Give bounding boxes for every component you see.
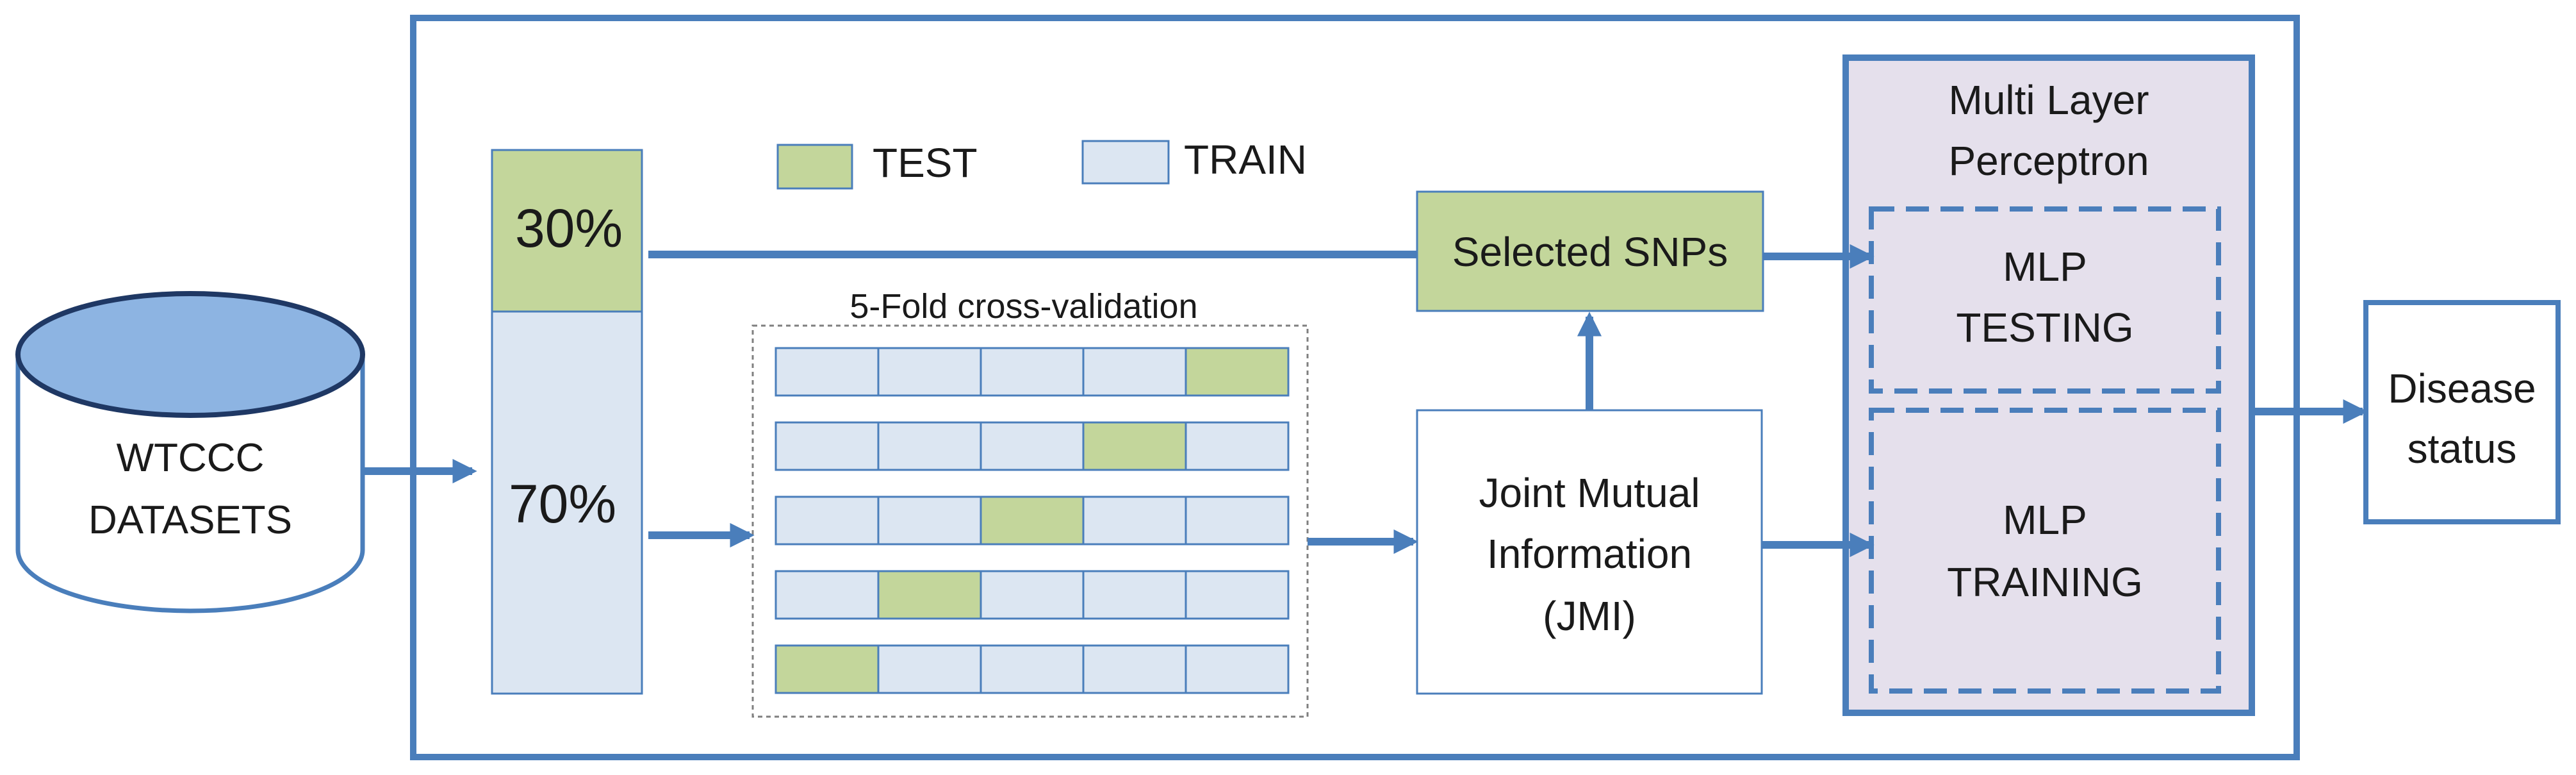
- datasets-label-line2: DATASETS: [88, 498, 292, 542]
- cv-train-cell: [877, 496, 982, 546]
- cv-train-cell: [775, 496, 880, 546]
- mlp-panel: [1842, 54, 2255, 716]
- cv-train-cell: [980, 644, 1085, 694]
- legend-train-swatch: [1081, 140, 1170, 185]
- cv-train-cell: [980, 347, 1085, 397]
- cv-test-cell: [775, 644, 880, 694]
- train-percent-label: 70%: [509, 474, 616, 534]
- mlp-title-line1: Multi Layer: [1949, 77, 2149, 123]
- mlp-training-line2: TRAINING: [1947, 559, 2143, 605]
- mlp-testing-line1: MLP: [2003, 244, 2087, 290]
- disease-status-line2: status: [2408, 426, 2517, 472]
- cv-train-cell: [980, 570, 1085, 620]
- cv-train-cell: [1185, 644, 1290, 694]
- cv-train-cell: [877, 347, 982, 397]
- cv-train-cell: [1082, 570, 1187, 620]
- disease-status-box: [2363, 300, 2561, 524]
- cv-train-cell: [775, 570, 880, 620]
- jmi-box: [1416, 409, 1763, 695]
- cylinder-top: [15, 291, 365, 418]
- cv-test-cell: [1082, 421, 1187, 471]
- legend-test-swatch: [776, 144, 853, 190]
- cv-train-cell: [877, 421, 982, 471]
- disease-status-line1: Disease: [2388, 365, 2536, 412]
- cv-test-cell: [877, 570, 982, 620]
- cv-title: 5-Fold cross-validation: [849, 287, 1197, 326]
- mlp-testing-line2: TESTING: [1956, 304, 2133, 351]
- test-percent-label: 30%: [515, 198, 623, 258]
- cv-train-cell: [877, 644, 982, 694]
- mlp-testing-box: [1869, 206, 2221, 394]
- cv-fold-grid: [775, 347, 1290, 694]
- cv-train-cell: [1185, 570, 1290, 620]
- mlp-title-line2: Perceptron: [1948, 138, 2149, 184]
- legend-test-label: TEST: [873, 140, 978, 186]
- datasets-label-line1: WTCCC: [117, 436, 265, 480]
- jmi-label-line1: Joint Mutual: [1479, 470, 1700, 516]
- cv-test-cell: [980, 496, 1085, 546]
- jmi-label-line3: (JMI): [1543, 593, 1636, 639]
- cv-train-cell: [1082, 644, 1187, 694]
- cv-dashed-box: [751, 324, 1309, 718]
- selected-snps-box: [1416, 190, 1764, 312]
- cv-train-cell: [1082, 347, 1187, 397]
- legend-train-label: TRAIN: [1184, 137, 1307, 183]
- mlp-training-line1: MLP: [2003, 497, 2087, 543]
- cv-train-cell: [980, 421, 1085, 471]
- train-split-box: [491, 310, 643, 695]
- cv-test-cell: [1185, 347, 1290, 397]
- cv-train-cell: [775, 421, 880, 471]
- outer-frame: [410, 15, 2300, 760]
- cv-train-cell: [1185, 421, 1290, 471]
- cv-train-cell: [775, 347, 880, 397]
- selected-snps-label: Selected SNPs: [1452, 229, 1728, 275]
- cv-train-cell: [1082, 496, 1187, 546]
- cv-train-cell: [1185, 496, 1290, 546]
- datasets-cylinder: WTCCC DATASETS: [15, 291, 365, 613]
- test-split-box: [491, 149, 643, 313]
- cylinder-body: [15, 354, 365, 613]
- jmi-label-line2: Information: [1487, 531, 1692, 577]
